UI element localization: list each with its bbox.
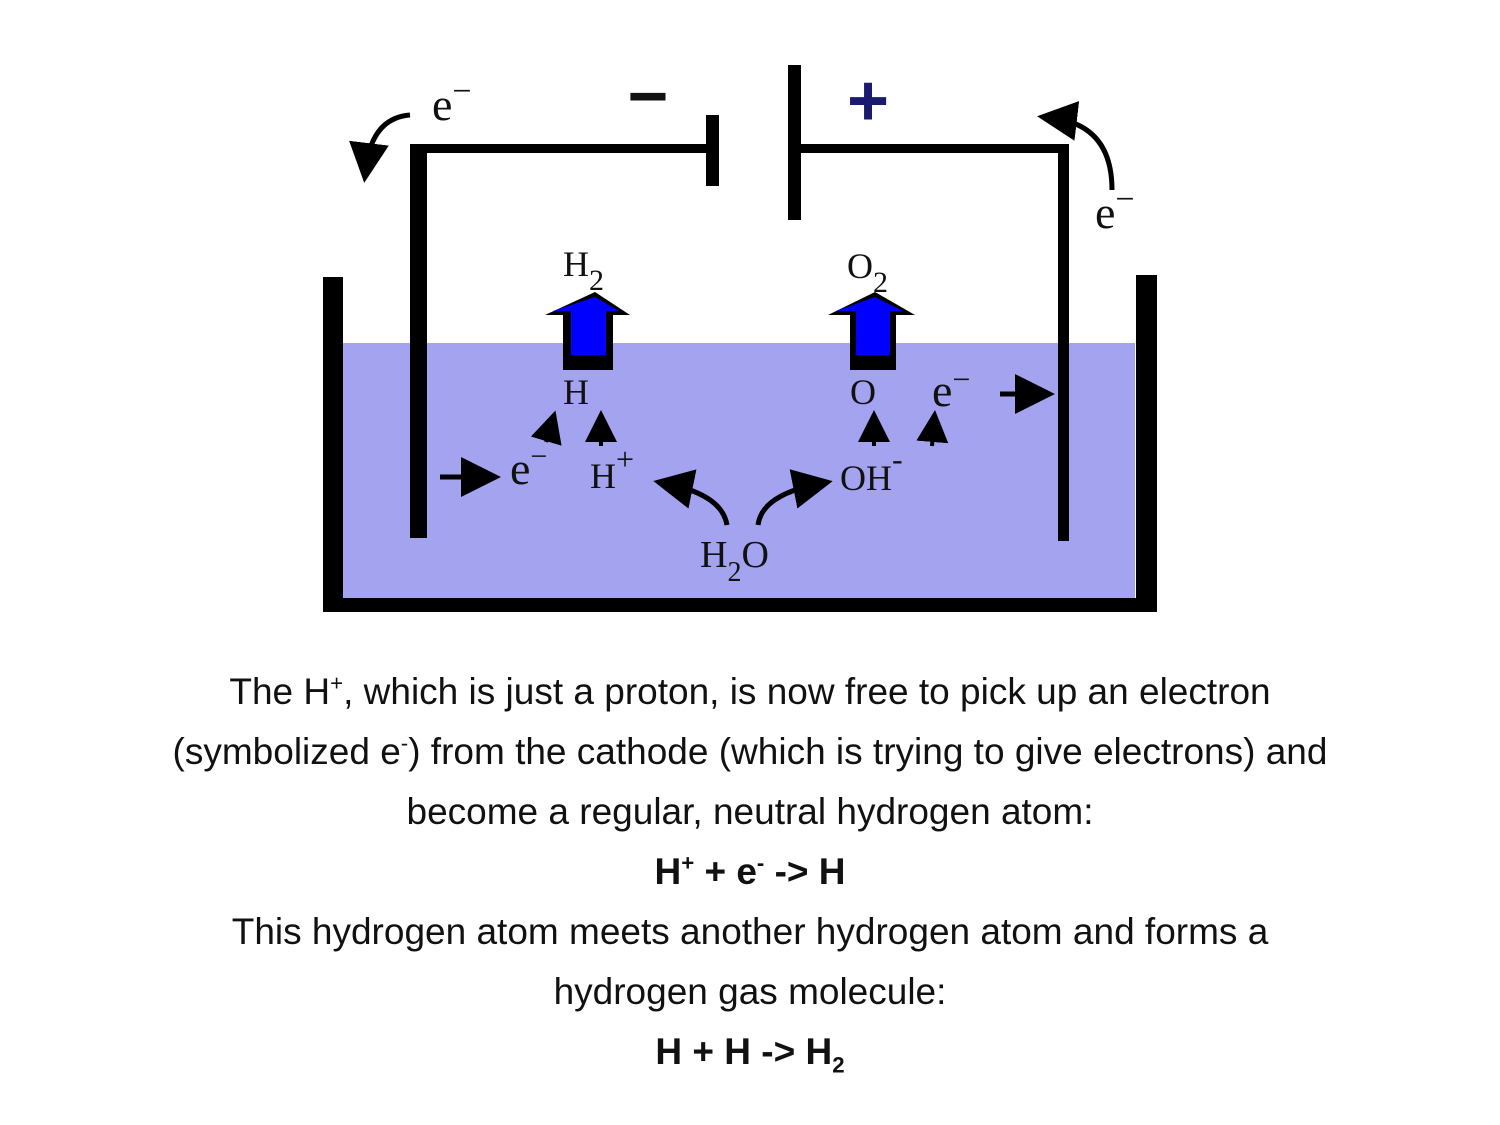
h2-up-arrow-icon <box>545 292 630 370</box>
wire-right <box>794 144 1069 153</box>
electrolysis-diagram: − + e− e− H2 O2 H O e− e− H+ OH- H2O <box>323 57 1157 612</box>
arrow-water-to-oh-icon <box>755 469 833 526</box>
electron-label-top-left: e− <box>432 73 472 130</box>
o-atom-label: O <box>850 372 876 412</box>
battery-positive-label: + <box>847 61 889 141</box>
battery-positive-plate <box>788 65 801 220</box>
caption-line-2: (symbolized e-) from the cathode (which … <box>172 730 1328 772</box>
arrow-e-to-h-icon <box>530 410 562 446</box>
equation-hydrogen-molecule: H + H -> H2 <box>655 1031 845 1078</box>
h-ion-label: H+ <box>590 441 634 496</box>
arrow-oh-to-e-icon <box>916 410 949 447</box>
caption: The H+, which is just a proton, is now f… <box>0 662 1500 1082</box>
electron-label-anode: e− <box>932 361 970 416</box>
tank-bottom <box>323 598 1157 612</box>
cathode <box>410 145 427 538</box>
caption-line-5: hydrogen gas molecule: <box>553 971 947 1012</box>
tank-right-wall <box>1136 275 1157 612</box>
electron-label-cathode: e− <box>510 440 547 494</box>
oh-ion-label: OH- <box>840 441 903 498</box>
arrow-water-to-hplus-icon <box>653 469 730 526</box>
tank-left-wall <box>323 277 343 612</box>
caption-line-4: This hydrogen atom meets another hydroge… <box>231 911 1269 952</box>
h-atom-label: H <box>563 372 589 412</box>
arrow-electron-in-icon <box>1037 101 1115 191</box>
caption-line-3: become a regular, neutral hydrogen atom: <box>406 791 1094 832</box>
o2-up-arrow-icon <box>828 292 915 370</box>
battery-negative-plate <box>706 115 719 186</box>
caption-line-1: The H+, which is just a proton, is now f… <box>229 670 1271 712</box>
wire-left <box>410 144 712 153</box>
battery-negative-label: − <box>628 57 669 135</box>
arrow-electron-out-icon <box>349 112 411 183</box>
o2-label: O2 <box>847 246 888 299</box>
anode <box>1058 145 1069 541</box>
h2-label: H2 <box>563 244 604 297</box>
water-label: H2O <box>700 534 769 588</box>
electron-label-right: e− <box>1095 181 1135 238</box>
equation-proton-electron: H+ + e- -> H <box>654 850 846 892</box>
